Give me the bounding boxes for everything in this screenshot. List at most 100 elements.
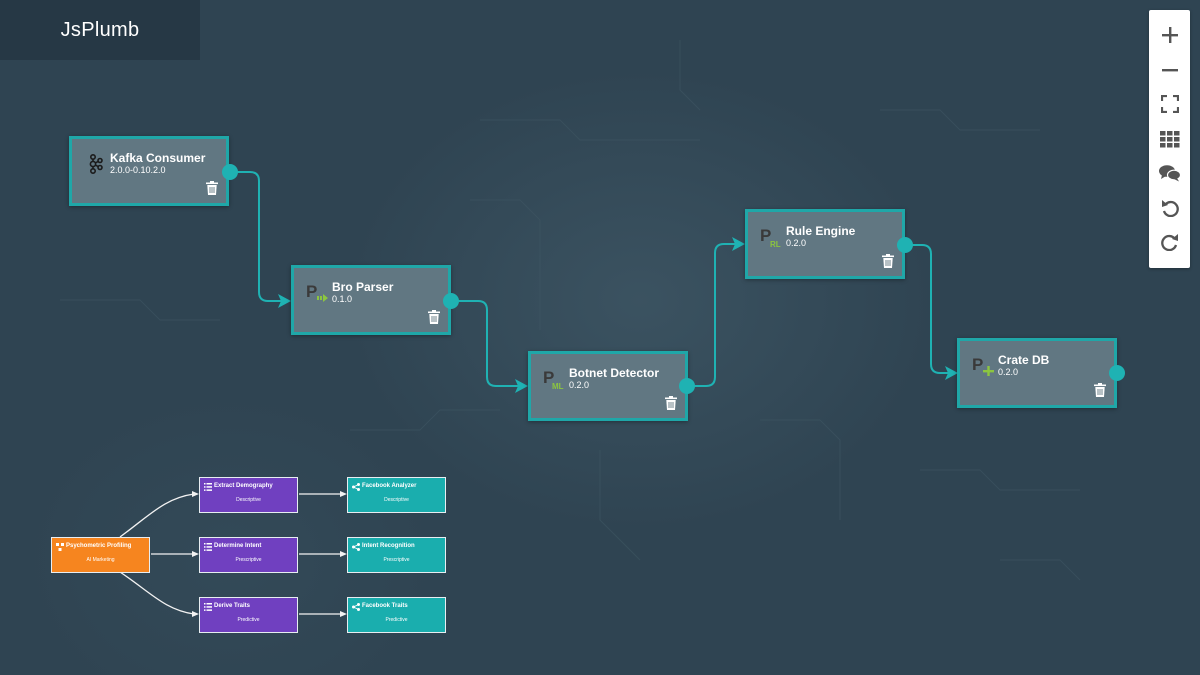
grid-button[interactable] [1157, 126, 1182, 151]
grid-icon [1159, 130, 1179, 147]
trash-icon[interactable] [665, 396, 677, 410]
mini-node-intent-recognition[interactable]: Intent Recognition Prescriptive [347, 537, 446, 573]
share-icon [352, 543, 360, 551]
svg-text:P: P [760, 226, 771, 245]
node-title: Botnet Detector [569, 366, 660, 380]
mini-arrow [192, 491, 199, 497]
node-title: Crate DB [998, 353, 1050, 367]
parser-icon: P [306, 282, 328, 302]
share-icon [352, 603, 360, 611]
arrow-head-bro [278, 294, 291, 308]
mini-node-subtitle: Predictive [385, 617, 408, 623]
list-icon [204, 483, 212, 491]
output-port-botnet[interactable] [679, 378, 695, 394]
node-version: 0.2.0 [998, 367, 1019, 377]
ml-icon: P ML [543, 368, 564, 390]
mini-node-derive-traits[interactable]: Derive Traits Predictive [199, 597, 298, 633]
mini-arrow [192, 611, 199, 617]
flow-icon [56, 543, 64, 551]
share-icon [352, 483, 360, 491]
fit-screen-button[interactable] [1157, 91, 1182, 116]
zoom-in-button[interactable] [1157, 22, 1182, 47]
undo-button[interactable] [1157, 195, 1182, 220]
output-port-bro[interactable] [443, 293, 459, 309]
svg-text:P: P [306, 282, 317, 301]
svg-text:ML: ML [552, 382, 564, 390]
connection-bro-botnet [451, 300, 520, 387]
trash-icon[interactable] [882, 254, 894, 268]
mini-node-subtitle: Descriptive [384, 497, 409, 503]
node-version: 0.2.0 [569, 380, 590, 390]
svg-text:P: P [543, 368, 554, 387]
node-kafka-consumer[interactable]: Kafka Consumer 2.0.0-0.10.2.0 [69, 136, 229, 206]
mini-connection [119, 493, 195, 538]
node-title: Bro Parser [332, 280, 394, 294]
minus-icon [1161, 68, 1178, 71]
brand-title: JsPlumb [60, 18, 140, 41]
kafka-icon [89, 153, 103, 175]
undo-icon [1161, 199, 1179, 217]
node-crate-db[interactable]: P Crate DB 0.2.0 [957, 338, 1117, 408]
zoom-out-button[interactable] [1157, 57, 1182, 82]
list-icon [204, 603, 212, 611]
mini-arrow [192, 551, 199, 557]
node-rule-engine[interactable]: P RL Rule Engine 0.2.0 [745, 209, 905, 279]
connection-kafka-bro [230, 171, 283, 302]
chat-icon [1158, 164, 1181, 181]
redo-button[interactable] [1157, 229, 1182, 254]
mini-connection [119, 571, 195, 615]
fullscreen-icon [1160, 94, 1179, 113]
connection-rule-crate [905, 244, 950, 374]
node-title: Kafka Consumer [110, 151, 206, 165]
mini-arrow [340, 551, 347, 557]
node-version: 0.2.0 [786, 238, 807, 248]
node-version: 2.0.0-0.10.2.0 [110, 165, 166, 175]
mini-node-subtitle: Descriptive [236, 497, 261, 503]
redo-icon [1160, 233, 1178, 251]
svg-text:P: P [972, 355, 983, 374]
mini-node-subtitle: Prescriptive [383, 557, 410, 563]
node-version: 0.1.0 [332, 294, 353, 304]
output-port-crate[interactable] [1109, 365, 1125, 381]
trash-icon[interactable] [1094, 383, 1106, 397]
mini-node-subtitle: AI Marketing [86, 557, 115, 563]
mini-node-title: Extract Demography [214, 483, 273, 489]
node-botnet-detector[interactable]: P ML Botnet Detector 0.2.0 [528, 351, 688, 421]
mini-node-subtitle: Predictive [237, 617, 260, 623]
mini-node-title: Facebook Traits [362, 603, 408, 609]
trash-icon[interactable] [428, 310, 440, 324]
connection-botnet-rule [687, 243, 737, 387]
output-port-kafka[interactable] [222, 164, 238, 180]
mini-node-title: Psychometric Profiling [66, 543, 132, 549]
rule-icon: P RL [760, 226, 781, 248]
mini-node-title: Intent Recognition [362, 543, 415, 549]
mini-node-psychometric-profiling[interactable]: Psychometric Profiling AI Marketing [51, 537, 150, 573]
arrow-head-crate [945, 366, 958, 380]
plus-icon [1161, 26, 1178, 43]
arrow-head-rule [732, 237, 745, 251]
mini-node-title: Derive Traits [214, 603, 251, 609]
trash-icon[interactable] [206, 181, 218, 195]
mini-node-title: Determine Intent [214, 543, 262, 549]
comments-button[interactable] [1157, 160, 1182, 185]
mini-node-extract-demography[interactable]: Extract Demography Descriptive [199, 477, 298, 513]
mini-arrow [340, 611, 347, 617]
brand-header: JsPlumb [0, 0, 200, 60]
canvas-toolbar [1149, 10, 1190, 268]
mini-node-title: Facebook Analyzer [362, 483, 417, 489]
mini-arrow [340, 491, 347, 497]
node-bro-parser[interactable]: P Bro Parser 0.1.0 [291, 265, 451, 335]
list-icon [204, 543, 212, 551]
svg-text:RL: RL [770, 240, 781, 248]
mini-node-facebook-traits[interactable]: Facebook Traits Predictive [347, 597, 446, 633]
mini-node-subtitle: Prescriptive [235, 557, 262, 563]
node-title: Rule Engine [786, 224, 856, 238]
mini-node-facebook-analyzer[interactable]: Facebook Analyzer Descriptive [347, 477, 446, 513]
mini-node-determine-intent[interactable]: Determine Intent Prescriptive [199, 537, 298, 573]
sink-icon: P [972, 355, 994, 376]
arrow-head-botnet [515, 379, 528, 393]
output-port-rule[interactable] [897, 237, 913, 253]
